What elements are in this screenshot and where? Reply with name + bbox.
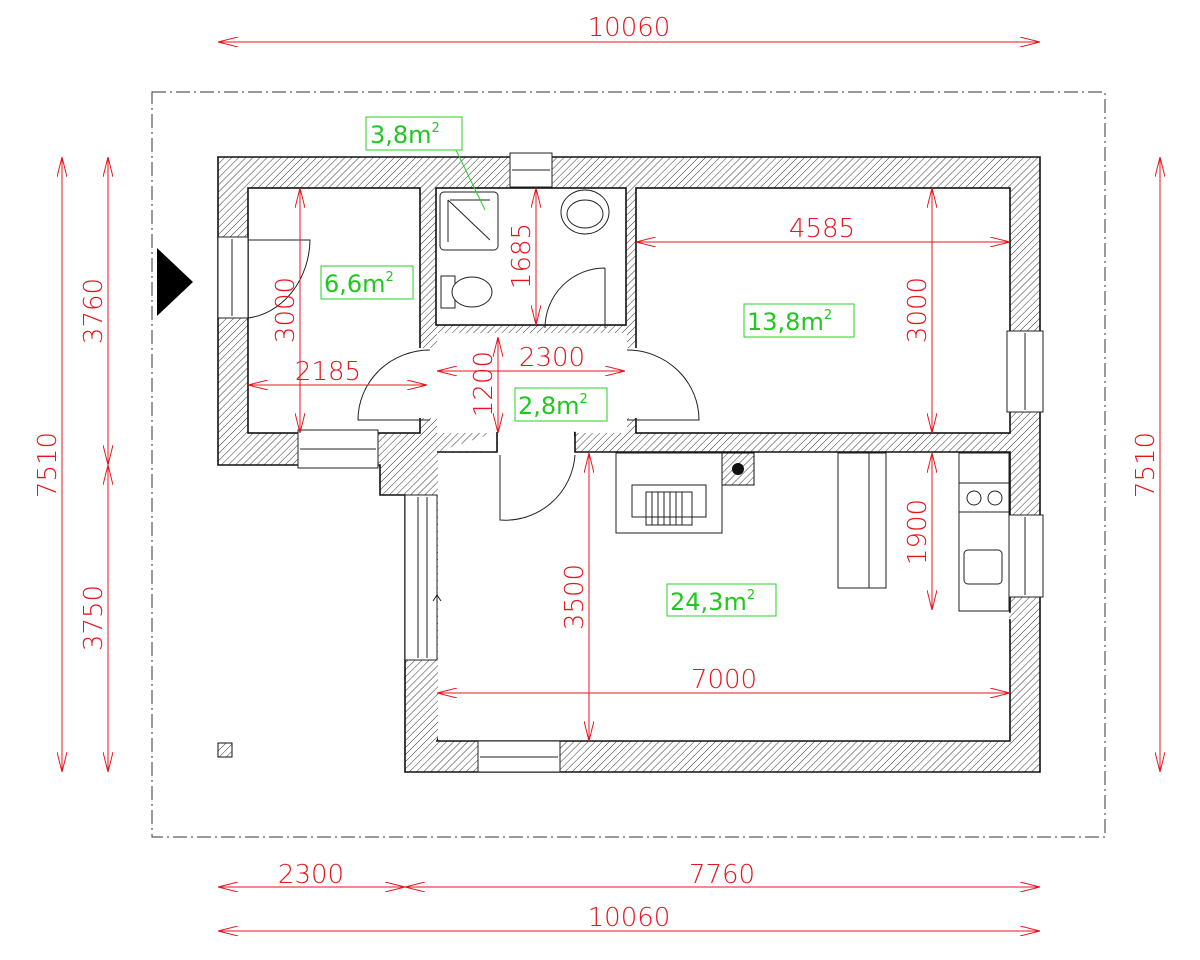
svg-text:13,8m2: 13,8m2 [747,308,832,336]
stove [615,452,723,534]
dim-hall-depth: 1200 [469,351,499,417]
counter [837,452,887,589]
area-labels: 3,8m2 6,6m2 2,8m2 13,8m2 24,3m2 [320,116,855,617]
area-bathroom: 3,8m2 [365,116,463,151]
toilet [440,275,456,309]
door-swings [247,239,700,620]
dim-room-left-width: 2185 [295,357,361,387]
dimension-lines [62,42,1160,931]
area-living-kitchen: 24,3m2 [666,583,777,617]
svg-text:6,6m2: 6,6m2 [324,270,394,298]
washbasin [560,189,610,235]
dim-left-total: 7510 [33,432,63,498]
dim-bottom-width: 10060 [588,903,671,933]
dim-room-right-depth: 3000 [903,277,933,343]
dim-top-width: 10060 [588,13,671,43]
dim-right-total: 7510 [1131,432,1161,498]
area-room-right: 13,8m2 [743,303,855,338]
area-room-left: 6,6m2 [320,265,414,300]
svg-text:24,3m2: 24,3m2 [670,588,755,616]
dim-living-width: 7000 [691,665,757,695]
svg-text:2,8m2: 2,8m2 [518,392,588,420]
area-hall: 2,8m2 [514,387,608,422]
dim-room-left-depth: 3000 [271,277,301,343]
kitchen-unit [958,452,1010,612]
dim-kitchen-depth: 1900 [903,499,933,565]
windows [217,152,1044,773]
sink [963,549,1003,585]
dim-hall-width: 2300 [519,343,585,373]
dimension-labels: 10060 2300 7760 10060 7510 3760 3750 751… [33,13,1161,933]
dim-bottom-right: 7760 [689,860,755,890]
svg-text:3,8m2: 3,8m2 [370,121,440,149]
column [217,742,233,758]
dim-left-lower: 3750 [79,585,109,651]
dim-room-right-width: 4585 [789,214,855,244]
dim-bottom-left: 2300 [278,860,344,890]
fixtures [217,189,1010,758]
dim-bathroom-depth: 1685 [507,223,537,289]
entrance-arrow-icon [157,248,193,316]
dim-left-upper: 3760 [79,278,109,344]
dim-living-depth: 3500 [560,564,590,630]
plot-boundary [151,91,1106,838]
